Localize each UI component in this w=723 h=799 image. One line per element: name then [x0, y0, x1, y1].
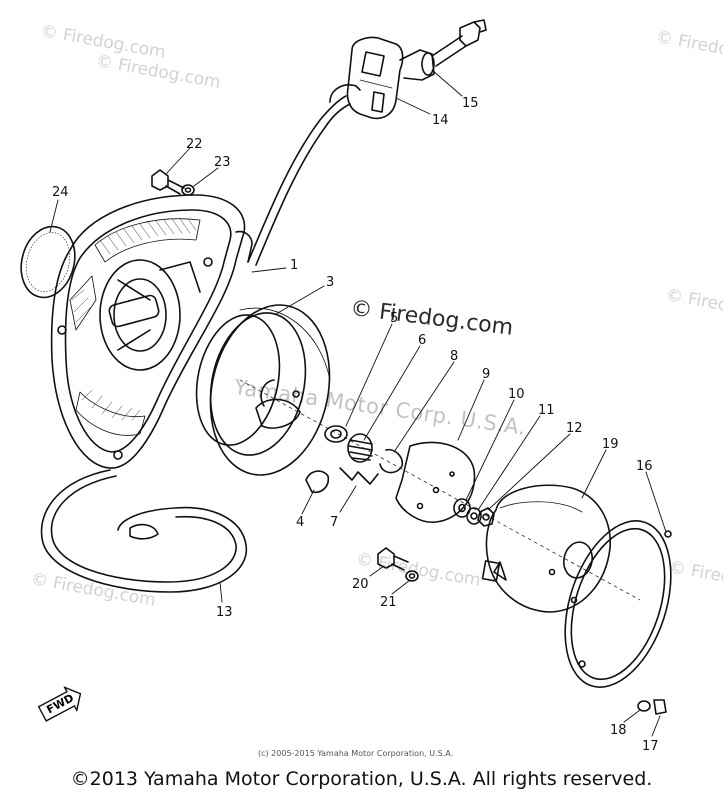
callout-21: 21 [380, 595, 397, 610]
part-8-clip [379, 448, 404, 474]
part-11-washer [466, 507, 482, 525]
small-copyright: (c) 2005-2015 Yamaha Motor Corporation, … [258, 749, 454, 758]
callout-22: 22 [186, 137, 203, 152]
part-4-pawl [305, 470, 330, 494]
part-3-sheave-drum [195, 304, 331, 476]
callout-18: 18 [610, 723, 627, 738]
part-18-washer [637, 700, 651, 712]
part-13-rope [40, 95, 351, 593]
part-24-screen [20, 225, 76, 299]
callout-23: 23 [214, 155, 231, 170]
callout-4: 4 [296, 515, 305, 530]
part-23-washer [181, 184, 195, 196]
part-5-washer [324, 425, 348, 443]
callout-17: 17 [642, 739, 659, 754]
callout-7: 7 [330, 515, 339, 530]
part-14-handle [329, 36, 404, 120]
part-15-adjuster [399, 19, 487, 81]
callout-9: 9 [482, 367, 491, 382]
callout-11: 11 [538, 403, 555, 418]
part-7-wire-spring [339, 467, 379, 485]
footer-copyright: ©2013 Yamaha Motor Corporation, U.S.A. A… [70, 768, 653, 790]
fwd-indicator: FWD [34, 681, 88, 727]
part-21-washer [405, 570, 419, 582]
fwd-arrow-icon [37, 685, 82, 722]
callout-6: 6 [418, 333, 427, 348]
callout-3: 3 [326, 275, 335, 290]
callout-10: 10 [508, 387, 525, 402]
part-12-nut [477, 507, 495, 527]
part-9-plate [395, 441, 476, 523]
part-10-washer [453, 498, 471, 518]
callout-13: 13 [216, 605, 233, 620]
part-22-bolt [151, 169, 185, 195]
part-20-bolt [377, 547, 409, 571]
part-19-cover [481, 484, 611, 613]
part-6-spring [347, 433, 373, 463]
part-16-gasket [564, 520, 672, 688]
callout-20: 20 [352, 577, 369, 592]
callout-16: 16 [636, 459, 653, 474]
callout-12: 12 [566, 421, 583, 436]
callout-1: 1 [290, 258, 299, 273]
callout-5: 5 [390, 311, 399, 326]
callout-14: 14 [432, 113, 449, 128]
callout-24: 24 [52, 185, 69, 200]
callout-15: 15 [462, 96, 479, 111]
part-1-housing [50, 194, 253, 469]
part-17-screw [653, 699, 667, 715]
callout-19: 19 [602, 437, 619, 452]
callout-8: 8 [450, 349, 459, 364]
